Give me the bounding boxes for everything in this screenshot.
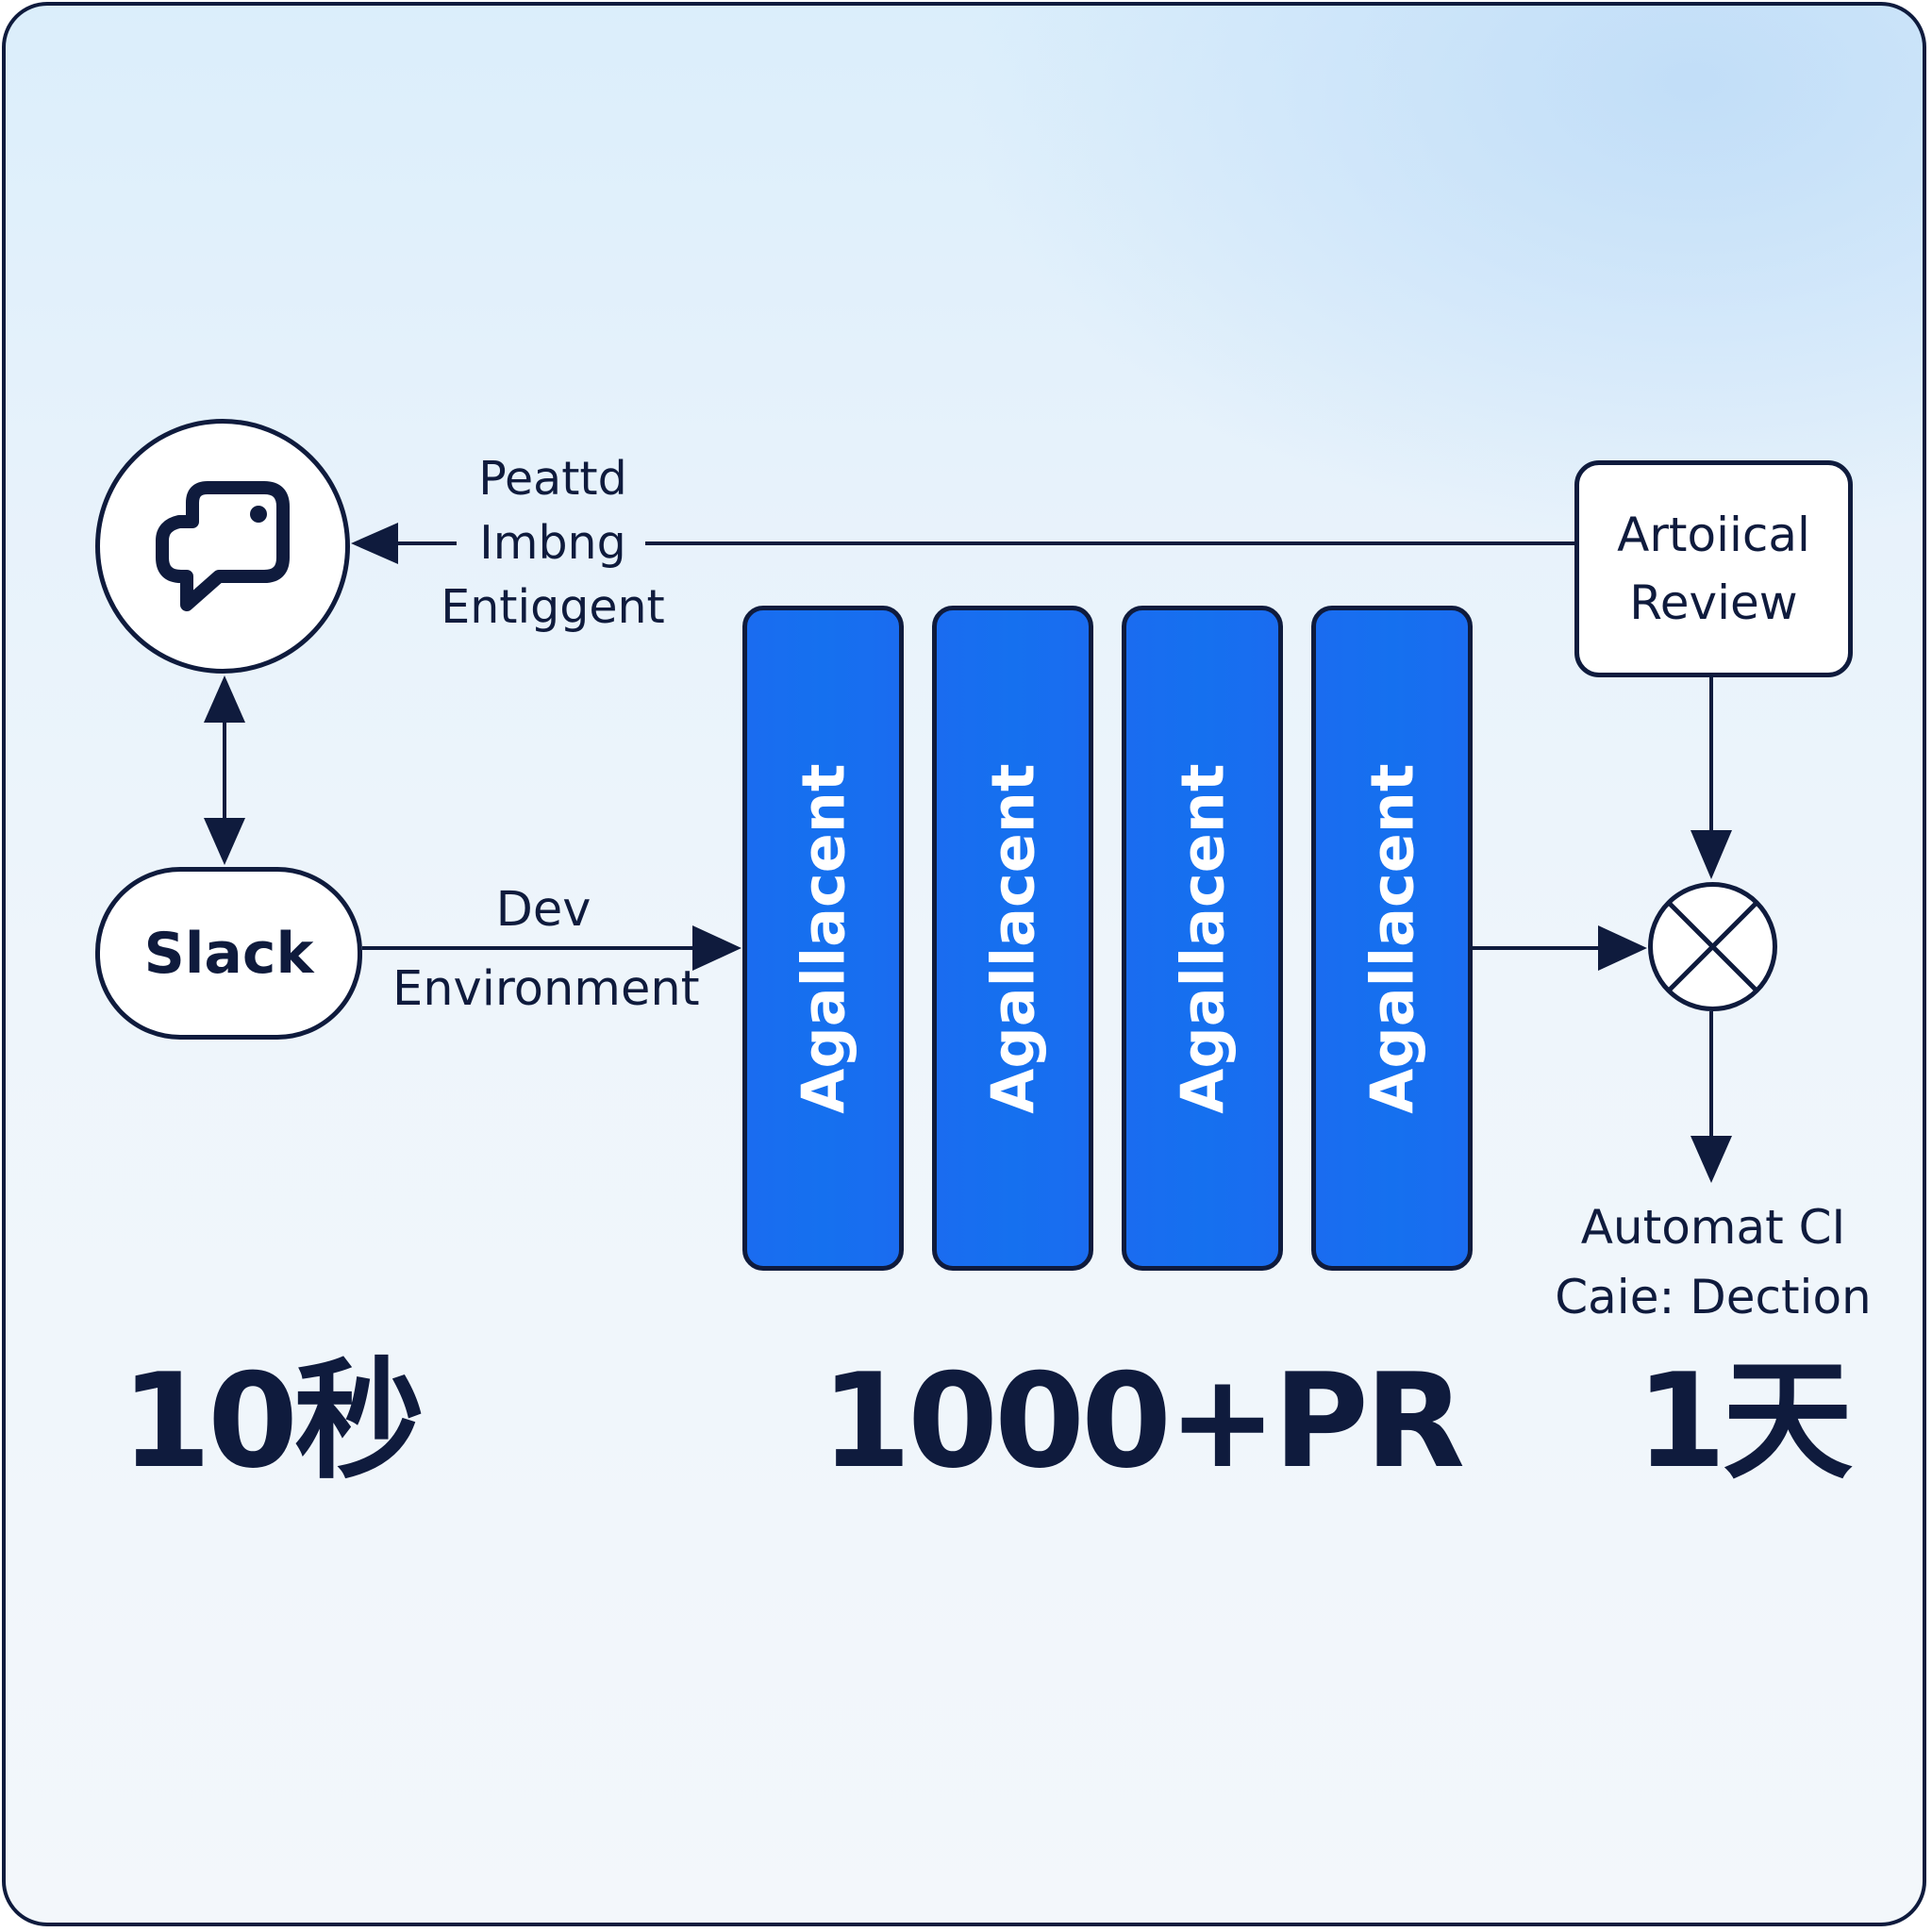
stat-response-time: 10秒 [121,1345,425,1497]
ci-label: Automat CI Caie: Dection [1515,1192,1911,1332]
down-arrowhead [204,818,245,865]
ci-arrowhead [1690,1136,1732,1183]
ci-label-line-2: Caie: Dection [1555,1270,1872,1324]
agent-column-4: Agallacent [1311,606,1473,1271]
connector-layer [204,523,1732,1183]
review-label-line-2: Review [1629,575,1798,630]
agent-column-1: Agallacent [742,606,904,1271]
agent-label-2: Agallacent [978,762,1047,1114]
dev-label-line-1: Dev [495,882,591,938]
stat-duration: 1天 [1636,1345,1853,1497]
chat-arrowhead [351,523,398,564]
review-merge-arrowhead [1690,830,1732,879]
agent-label-1: Agallacent [789,762,858,1114]
review-label-line-1: Artoiical [1617,508,1810,562]
stat-pr-count: 1000+PR [821,1345,1465,1497]
agent-column-2: Agallacent [932,606,1093,1271]
slack-node: Slack [95,867,362,1040]
chat-edge-label-line-3: Entiggent [441,580,665,634]
dev-environment-label: Dev Environment [392,871,700,1029]
chat-edge-label: Peattd Imbng Entiggent [421,447,685,640]
chat-bubble-icon [156,481,290,611]
merge-arrowhead [1598,925,1647,971]
review-node: Artoiical Review [1574,460,1853,677]
agents-arrowhead [692,925,741,971]
merge-x-icon [1668,902,1757,991]
slack-label: Slack [143,920,314,987]
agent-label-3: Agallacent [1168,762,1237,1114]
chat-node [95,419,350,674]
up-arrowhead [204,675,245,723]
ci-label-line-1: Automat CI [1580,1200,1846,1255]
agent-label-4: Agallacent [1357,762,1426,1114]
agent-column-3: Agallacent [1122,606,1283,1271]
merge-node [1648,882,1777,1011]
dev-label-line-2: Environment [392,961,700,1017]
chat-edge-label-line-1: Peattd [478,452,627,506]
chat-edge-label-line-2: Imbng [479,516,626,570]
